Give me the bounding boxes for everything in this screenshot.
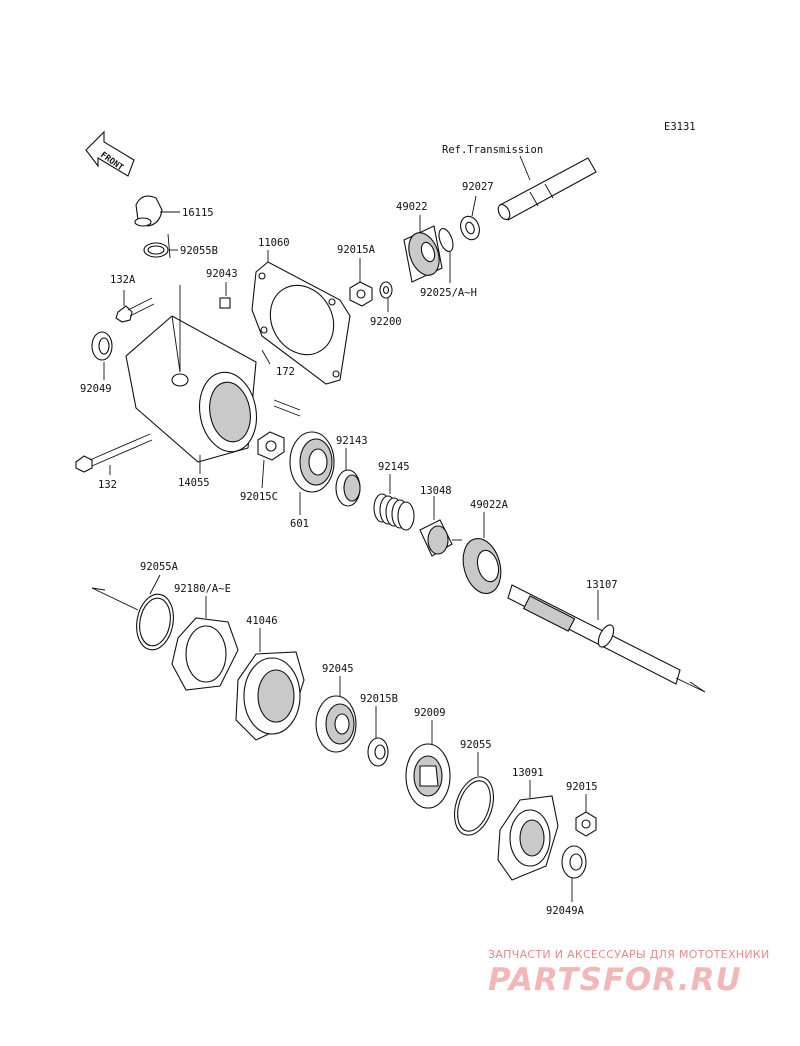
label-92009: 92009 xyxy=(414,707,446,719)
part-92180-shim-gasket xyxy=(171,617,239,691)
label-92043: 92043 xyxy=(206,268,238,280)
part-13107-drive-shaft xyxy=(507,584,706,693)
part-92025-shim xyxy=(438,227,454,253)
part-92043-dowel-pin xyxy=(219,297,231,309)
label-49022: 49022 xyxy=(396,201,428,213)
part-14055-gear-case xyxy=(125,233,257,463)
label-13048: 13048 xyxy=(420,485,452,497)
label-92200: 92200 xyxy=(370,316,402,328)
part-601-bearing xyxy=(289,431,335,493)
label-49022A: 49022A xyxy=(470,499,509,511)
part-92045-bearing xyxy=(315,695,357,753)
watermark-tagline: ЗАПЧАСТИ И АКСЕССУАРЫ ДЛЯ МОТОТЕХНИКИ xyxy=(488,948,770,961)
label-92055B: 92055B xyxy=(180,245,218,257)
label-92055: 92055 xyxy=(460,739,492,751)
label-92015: 92015 xyxy=(566,781,598,793)
part-92015A-nut xyxy=(349,281,373,307)
label-92180: 92180/A~E xyxy=(174,583,231,595)
label-11060: 11060 xyxy=(258,237,290,249)
part-49022-bevel-gear xyxy=(403,225,443,283)
part-49022A-bevel-gear xyxy=(462,538,502,594)
part-92015C-nut xyxy=(257,431,285,461)
label-13091: 13091 xyxy=(512,767,544,779)
part-13091-cover xyxy=(497,795,559,881)
label-14055: 14055 xyxy=(178,477,210,489)
label-92055A: 92055A xyxy=(140,561,179,573)
label-172: 172 xyxy=(276,366,295,378)
part-92143-collar xyxy=(335,469,361,507)
part-92055-o-ring xyxy=(453,776,495,836)
part-92015-nut xyxy=(575,811,597,837)
part-132A-bolt xyxy=(115,297,155,323)
transmission-shaft xyxy=(497,157,597,221)
part-172-stud xyxy=(273,399,301,417)
part-132-bolt xyxy=(75,433,153,473)
label-132: 132 xyxy=(98,479,117,491)
label-92049: 92049 xyxy=(80,383,112,395)
label-92145: 92145 xyxy=(378,461,410,473)
part-92009-flange xyxy=(405,743,451,809)
label-92143: 92143 xyxy=(336,435,368,447)
label-92025: 92025/A~H xyxy=(420,287,477,299)
part-16115-oil-plug xyxy=(134,195,163,227)
part-92049-oil-seal xyxy=(91,331,113,361)
label-92015B: 92015B xyxy=(360,693,398,705)
label-92015C: 92015C xyxy=(240,491,278,503)
label-92045: 92045 xyxy=(322,663,354,675)
label-13107: 13107 xyxy=(586,579,618,591)
ref-transmission-label: Ref.Transmission xyxy=(442,144,543,156)
front-arrow-icon: FRONT xyxy=(85,130,135,177)
label-92049A: 92049A xyxy=(546,905,585,917)
part-13048-coupling xyxy=(419,519,462,557)
part-41046-housing xyxy=(235,651,305,741)
part-92015B-nut xyxy=(367,737,389,767)
label-601: 601 xyxy=(290,518,309,530)
watermark-brand: PARTSFOR.RU xyxy=(488,962,742,998)
part-11060-gasket xyxy=(251,261,351,385)
label-92027: 92027 xyxy=(462,181,494,193)
part-92049A-oil-seal xyxy=(561,845,587,879)
part-92145-spring xyxy=(373,493,415,531)
part-92055A-o-ring xyxy=(91,587,174,651)
label-132A: 132A xyxy=(110,274,136,286)
diagram-code: E3131 xyxy=(664,121,696,133)
label-92015A: 92015A xyxy=(337,244,376,256)
label-41046: 41046 xyxy=(246,615,278,627)
label-16115: 16115 xyxy=(182,207,214,219)
